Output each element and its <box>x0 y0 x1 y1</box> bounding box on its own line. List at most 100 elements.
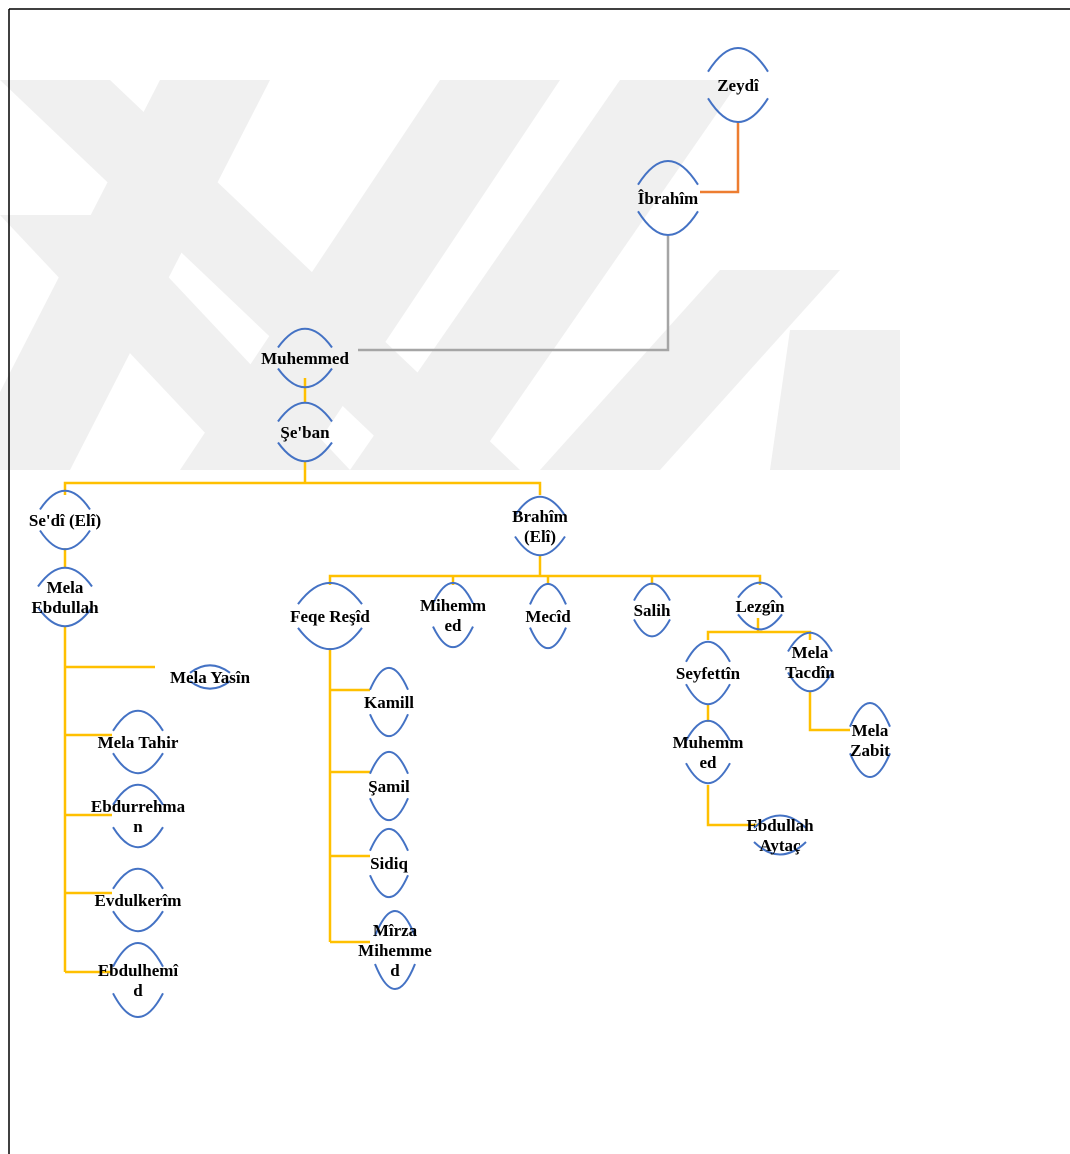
node-label-ebdullah-aytac-line-1: Aytaç <box>759 836 801 855</box>
node-label-mihemmed-line-1: ed <box>445 616 463 635</box>
watermark-shape-5 <box>540 270 840 470</box>
node-top-arc <box>277 401 333 423</box>
node-label-brahim-eli-line-1: (Elî) <box>524 527 556 546</box>
node-sedi-eli <box>39 489 91 551</box>
node-top-arc <box>787 631 833 653</box>
node-bottom-arc <box>707 97 769 124</box>
node-salih <box>633 582 671 638</box>
node-top-arc <box>707 46 769 73</box>
node-label-mela-ebdullah-line-0: Mela <box>47 578 84 597</box>
node-label-seyfettin-line-0: Seyfettîn <box>676 664 741 683</box>
node-ebdurrehman <box>112 784 164 848</box>
node-evdulkerim <box>112 868 164 932</box>
node-top-arc <box>432 582 474 604</box>
node-top-arc <box>753 814 807 829</box>
node-label-mirza-mihemmed-line-2: d <box>390 961 400 980</box>
node-label-muhemmed-2-line-1: ed <box>700 753 718 772</box>
node-brahim-eli <box>514 495 566 557</box>
node-label-muhemmed-line-0: Muhemmed <box>261 349 349 368</box>
watermark-logo <box>0 80 900 470</box>
node-kamill <box>369 667 409 737</box>
node-bottom-arc <box>369 874 409 898</box>
connector-brahim-children <box>328 574 762 585</box>
node-ebdulhemid <box>112 941 164 1019</box>
node-mela-yasin <box>189 664 231 690</box>
node-label-mela-ebdullah-line-1: Ebdullah <box>31 598 99 617</box>
node-label-mela-tacdin-line-0: Mela <box>792 643 829 662</box>
node-bottom-arc <box>37 606 93 628</box>
node-bottom-arc <box>787 671 833 693</box>
node-top-arc <box>39 489 91 511</box>
node-muhemmed <box>277 327 333 389</box>
node-label-kamill-line-0: Kamill <box>364 693 414 712</box>
node-label-sedi-eli-line-0: Se'dî (Elî) <box>29 511 101 530</box>
node-bottom-arc <box>737 613 783 631</box>
node-label-sidiq-line-0: Sidiq <box>370 854 408 873</box>
node-label-lezgin-line-0: Lezgîn <box>735 597 785 616</box>
node-bottom-arc <box>189 680 231 690</box>
node-bottom-arc <box>39 529 91 551</box>
node-top-arc <box>112 941 164 968</box>
node-label-ebdulhemid-line-1: d <box>133 981 143 1000</box>
node-bottom-arc <box>112 826 164 848</box>
node-label-evdulkerim-line-0: Evdulkerîm <box>95 891 182 910</box>
node-label-seban-line-0: Şe'ban <box>280 423 330 442</box>
node-mela-tacdin <box>787 631 833 693</box>
node-bottom-arc <box>112 752 164 774</box>
node-label-mela-yasin-line-0: Mela Yasîn <box>170 668 251 687</box>
node-top-arc <box>37 566 93 588</box>
node-bottom-arc <box>277 367 333 389</box>
node-bottom-arc <box>112 992 164 1019</box>
node-label-zeydi-line-0: Zeydî <box>717 76 760 95</box>
node-bottom-arc <box>685 762 731 784</box>
connector-tacdin-zabit <box>808 692 850 732</box>
node-bottom-arc <box>637 210 699 237</box>
node-samil <box>369 751 409 821</box>
node-sidiq <box>369 828 409 898</box>
node-bottom-arc <box>374 963 416 990</box>
node-label-mela-zabit-line-0: Mela <box>852 721 889 740</box>
node-mela-tahir <box>112 710 164 774</box>
node-mihemmed <box>432 582 474 648</box>
node-label-mihemmed-line-0: Mihemm <box>420 596 486 615</box>
node-bottom-arc <box>514 535 566 557</box>
node-top-arc <box>685 720 731 742</box>
node-bottom-arc <box>432 626 474 648</box>
node-top-arc <box>685 641 731 663</box>
node-label-mela-zabit-line-1: Zabit <box>850 741 890 760</box>
node-label-ibrahim-line-0: Îbrahîm <box>638 189 698 208</box>
node-top-arc <box>369 751 409 775</box>
node-top-arc <box>112 868 164 890</box>
node-label-brahim-eli-line-0: Brahîm <box>512 507 568 526</box>
node-top-arc <box>633 582 671 602</box>
node-bottom-arc <box>685 683 731 705</box>
connector-seban-children <box>63 481 542 495</box>
node-label-mirza-mihemmed-line-1: Mihemme <box>358 941 432 960</box>
node-bottom-arc <box>369 797 409 821</box>
node-top-arc <box>297 581 363 605</box>
node-label-ebdullah-aytac-line-0: Ebdullah <box>746 816 814 835</box>
node-label-mecid-line-0: Mecîd <box>525 607 571 626</box>
node-arcs <box>37 46 891 1019</box>
node-label-ebdulhemid-line-0: Ebdulhemî <box>98 961 180 980</box>
node-mirza-mihemmed <box>374 910 416 990</box>
node-bottom-arc <box>277 441 333 463</box>
node-top-arc <box>529 583 567 605</box>
node-bottom-arc <box>297 627 363 651</box>
node-bottom-arc <box>529 627 567 649</box>
node-top-arc <box>374 910 416 937</box>
node-top-arc <box>849 701 891 728</box>
node-top-arc <box>189 664 231 674</box>
connector-ibrahim-muhemmed <box>358 236 670 352</box>
node-seban <box>277 401 333 463</box>
node-bottom-arc <box>369 713 409 737</box>
node-top-arc <box>737 581 783 599</box>
node-mela-ebdullah <box>37 566 93 628</box>
connector-zeydi-ibrahim <box>700 122 740 194</box>
node-bottom-arc <box>112 910 164 932</box>
node-top-arc <box>112 710 164 732</box>
node-label-ebdurrehman-line-0: Ebdurrehma <box>91 797 186 816</box>
node-muhemmed-2 <box>685 720 731 784</box>
